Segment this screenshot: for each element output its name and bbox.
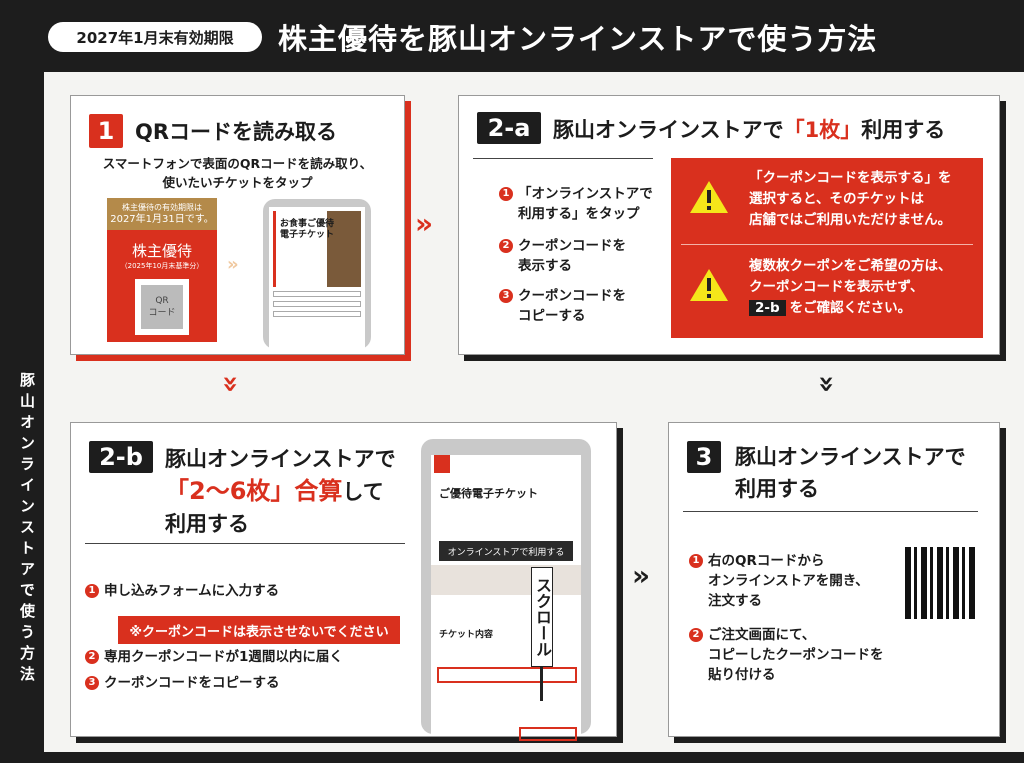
warning-icon: [690, 269, 728, 301]
star-icon: [434, 455, 450, 473]
step-number: 2-a: [477, 112, 541, 144]
step-number: 2-b: [89, 441, 153, 473]
step-title: 豚山オンラインストアで 「2〜6枚」合算して 利用する: [165, 447, 396, 536]
ticket-title: ご優待電子チケット: [439, 487, 538, 500]
chevron-down-icon: »: [215, 374, 249, 394]
notice-banner: ※クーポンコードは表示させないでください: [118, 616, 400, 644]
chevron-right-icon: »: [227, 254, 239, 275]
step-number: 1: [89, 114, 123, 148]
step2a-panel: 2-a 豚山オンラインストアで「1枚」利用する 1「オンラインストアで利用する」…: [458, 95, 1000, 355]
chevron-down-icon: »: [811, 374, 845, 394]
step-title: QRコードを読み取る: [135, 120, 338, 144]
section-title: チケット内容: [439, 630, 494, 640]
step-number: 3: [687, 441, 721, 473]
bottom-strip: [44, 752, 1024, 763]
page-title: 株主優待を豚山オンラインストアで使う方法: [278, 22, 878, 56]
divider: [683, 511, 978, 512]
header-bar: 2027年1月末有効期限 株主優待を豚山オンラインストアで使う方法: [0, 0, 1024, 72]
step-title: 豚山オンラインストアで「1枚」利用する: [553, 118, 946, 142]
side-label: 豚山オンラインストアで使う方法: [18, 372, 36, 687]
highlight-box: [437, 667, 577, 683]
use-online-button[interactable]: オンラインストアで利用する: [439, 541, 573, 561]
warning-text: 「クーポンコードを表示する」を選択すると、そのチケットは店舗ではご利用いただけま…: [749, 170, 952, 228]
phone-mockup: お食事ご優待電子チケット: [263, 199, 371, 349]
expiry-badge: 2027年1月末有効期限: [48, 22, 262, 52]
info-band: [431, 565, 581, 595]
chevron-right-icon: »: [415, 207, 434, 240]
divider: [473, 158, 653, 159]
warning-icon: [690, 181, 728, 213]
chevron-right-icon: »: [632, 559, 651, 592]
step-title: 豚山オンラインストアで利用する: [735, 445, 966, 501]
divider: [681, 244, 973, 245]
list-item: 1「オンラインストアで利用する」をタップ: [499, 184, 653, 224]
divider: [85, 543, 405, 544]
step-desc: スマートフォンで表面のQRコードを読み取り、使いたいチケットをタップ: [102, 156, 373, 190]
qr-code[interactable]: [905, 547, 977, 619]
step1-panel: 1 QRコードを読み取る スマートフォンで表面のQRコードを読み取り、使いたいチ…: [70, 95, 405, 355]
side-strip: 豚山オンラインストアで使う方法: [0, 72, 44, 763]
warning-box: 「クーポンコードを表示する」を選択すると、そのチケットは店舗ではご利用いただけま…: [671, 158, 983, 338]
scroll-label: スクロール: [531, 567, 553, 667]
arrow-down-icon: [540, 667, 543, 701]
phone-mockup: ご優待電子チケット オンラインストアで利用する チケット内容 スクロール: [421, 439, 591, 741]
highlight-box: [519, 727, 577, 741]
